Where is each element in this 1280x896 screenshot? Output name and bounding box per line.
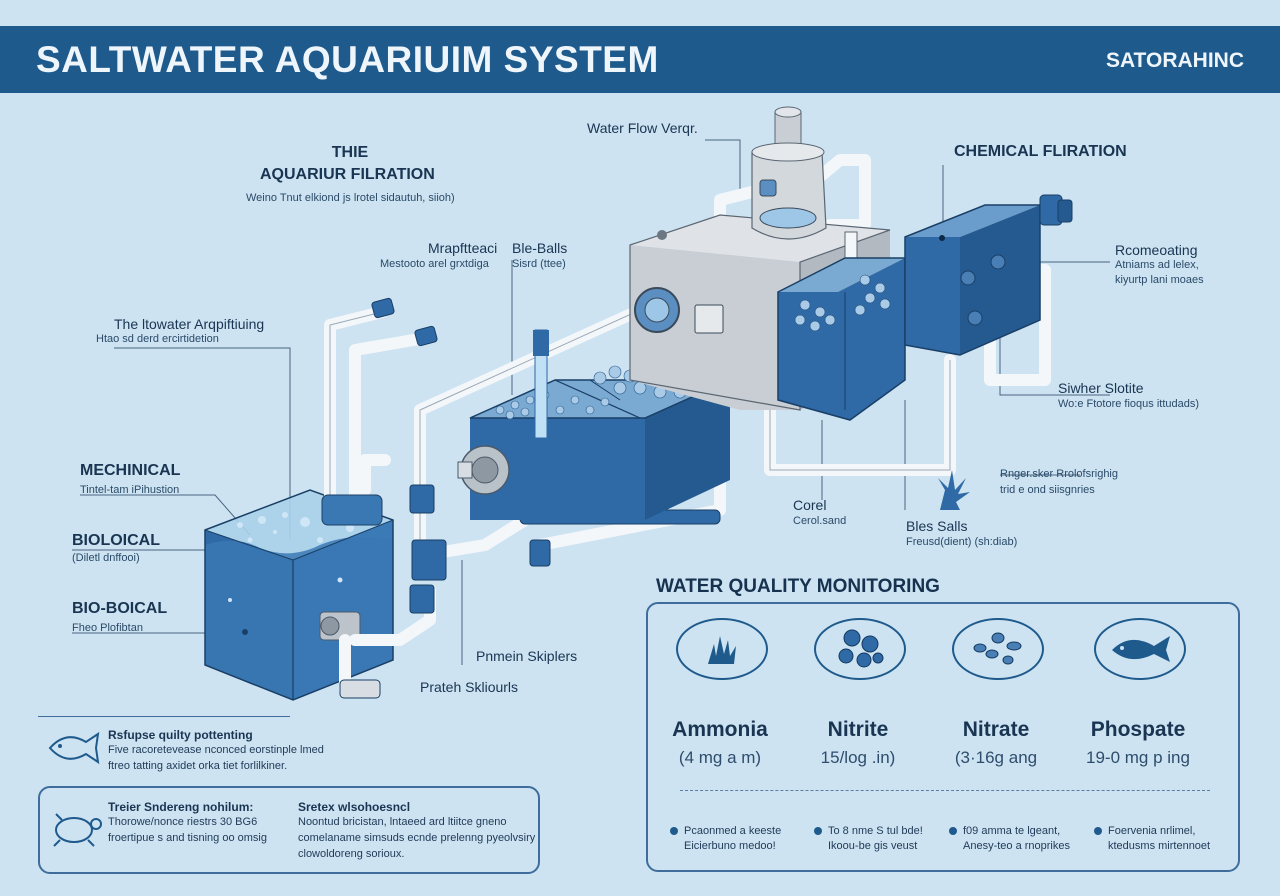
- leader-water-flow: [705, 139, 741, 200]
- bullet-4: Foervenia nrlimel, ktedusms mirtennoet: [1094, 824, 1211, 854]
- mechanical-label: MECHINICAL: [80, 462, 181, 479]
- bio-boical-label: BIO-BOICAL: [72, 600, 168, 617]
- fish-outline-icon: [48, 731, 100, 765]
- rngersker-line1: Rnger.sker Rrolofsrighig: [1000, 468, 1118, 480]
- note2-line1: Thorowe/nonce riestrs 30 BG6: [108, 816, 258, 828]
- param-value: (4 mg a m): [678, 748, 762, 767]
- brand-name: SATORAHINC: [1105, 49, 1244, 72]
- param-nitrite: Nitrite 15/log .in): [778, 718, 938, 768]
- monitoring-divider: [680, 790, 1210, 791]
- bullet-line1: Pcaonmed a keeste: [684, 825, 782, 837]
- leader-saltwater: [114, 347, 291, 540]
- bullet-line2: Eicierbuno medoo!: [684, 840, 776, 852]
- param-value: (3·16g ang: [954, 748, 1038, 767]
- recommending-sub-1: Atniams ad lelex,: [1115, 259, 1199, 271]
- bullet-line1: f09 amma te lgeant,: [963, 825, 1061, 837]
- recommending-label: Rcomeoating: [1115, 242, 1198, 258]
- bullet-2: To 8 nme S tul bde! Ikoou-be gis veust: [814, 824, 923, 854]
- param-ammonia: Ammonia (4 mg a m): [640, 718, 800, 768]
- note3-title: Sretex wlsohoesncl: [298, 800, 411, 814]
- water-quality-title: WATER QUALITY MONITORING: [656, 576, 940, 597]
- param-value: 15/log .in): [820, 748, 896, 767]
- bullet-line1: To 8 nme S tul bde!: [828, 825, 923, 837]
- title-bar: SALTWATER AQUARIUIM SYSTEM SATORAHINC: [0, 26, 1280, 93]
- pebbles-icon: [952, 618, 1044, 680]
- turtle-outline-icon: [53, 813, 102, 847]
- bullet-dot: [949, 827, 957, 835]
- note2: Treier Sndereng nohilum: Thorowe/nonce r…: [108, 800, 267, 846]
- filtration-subtitle: Weino Tnut elkiond js lrotel sidautuh, s…: [246, 192, 455, 204]
- param-name: Ammonia: [672, 718, 768, 741]
- param-nitrate: Nitrate (3·16g ang: [916, 718, 1076, 768]
- param-name: Nitrate: [962, 718, 1030, 741]
- param-name: Phospate: [1090, 718, 1186, 741]
- corel-sub: Cerol.sand: [793, 515, 847, 527]
- coral-glyph: [938, 470, 970, 510]
- dosing-unit: [904, 194, 1073, 356]
- coral-icon: [676, 618, 768, 680]
- fish-icon: [1094, 618, 1186, 680]
- notes-divider: [38, 716, 290, 717]
- saltwater-aquarium-label: The ltowater Arqpiftiuing: [114, 316, 265, 332]
- chemical-filter-box: [777, 257, 906, 421]
- note3-line3: clowoldoreng sorioux.: [298, 848, 405, 860]
- water-flow-label: Water Flow Verqr.: [587, 120, 698, 136]
- bullet-1: Pcaonmed a keeste Eicierbuno medoo!: [670, 824, 782, 854]
- note1: Rsfupse quilty pottenting Five racoretev…: [108, 728, 324, 774]
- bles-salls-sub: Freusd(dient) (sh:diab): [906, 536, 1018, 548]
- corel-label: Corel: [793, 497, 827, 513]
- bio-boical-sub: Fheo Plofibtan: [72, 622, 143, 634]
- notes-panel: [38, 786, 540, 874]
- bullet-line1: Foervenia nrlimel,: [1108, 825, 1196, 837]
- recommending-sub-2: kiyurtp lani moaes: [1115, 274, 1204, 286]
- note1-line2: ftreo tatting axidet orka tiet forlilkin…: [108, 760, 288, 772]
- param-value: 19-0 mg p ing: [1086, 748, 1190, 767]
- note2-title: Treier Sndereng nohilum:: [108, 800, 254, 814]
- bio-balls-label: Ble-Balls: [512, 240, 568, 256]
- protein-skimmer-label-1: Pnmein Skiplers: [476, 648, 578, 664]
- bullet-line2: Anesy-teo a rnoprikes: [963, 840, 1070, 852]
- param-phospate: Phospate 19-0 mg p ing: [1058, 718, 1218, 768]
- swtter-sub: Wo:e Ftotore fioqus ittudads): [1058, 398, 1200, 410]
- note3: Sretex wlsohoesncl Noontud bricistan, ln…: [298, 800, 535, 862]
- bullet-3: f09 amma te lgeant, Anesy-teo a rnoprike…: [949, 824, 1070, 854]
- note1-line1: Five racoretevease nconced eorstinple lm…: [108, 744, 324, 756]
- bullet-dot: [670, 827, 678, 835]
- chemical-filtration-label: CHEMICAL FLIRATION: [954, 143, 1127, 160]
- bio-balls-sub: Sisrd (ttee): [512, 258, 566, 270]
- mechanical-sub: Tintel-tam iPihustion: [80, 484, 180, 496]
- protein-skimmer-label-2: Prateh Skliourls: [420, 679, 519, 695]
- swtter-label: Siwher Slotite: [1058, 380, 1144, 396]
- bullet-dot: [814, 827, 822, 835]
- note3-line1: Noontud bricistan, lntaeed ard ltiitce g…: [298, 816, 507, 828]
- note1-title: Rsfupse quilty pottenting: [108, 728, 253, 742]
- page-title: SALTWATER AQUARIUIM SYSTEM: [36, 39, 659, 80]
- filtration-heading-line2: AQUARIUR FILRATION: [260, 166, 435, 183]
- bullet-line2: ktedusms mirtennoet: [1108, 840, 1211, 852]
- mapartaci-sub: Mestooto arel grxtdiga: [380, 258, 489, 270]
- note2-line2: froertipue s and tisning oo omsig: [108, 832, 267, 844]
- filtration-heading-line1: THIE: [331, 144, 369, 161]
- water-quality-panel: [646, 602, 1240, 872]
- biological-sub: (Diletl dnffooi): [72, 552, 140, 564]
- bullet-dot: [1094, 827, 1102, 835]
- biological-label: BIOLOICAL: [72, 532, 160, 549]
- note3-line2: comelaname simsuds ecnde prelenng pyeolv…: [298, 832, 536, 844]
- param-name: Nitrite: [827, 718, 889, 741]
- rngersker-line2: trid e ond siisgnries: [1000, 484, 1095, 496]
- saltwater-aquarium-sub: Htao sd derd ercirtidetion: [96, 333, 219, 345]
- bles-salls-label: Bles Salls: [906, 518, 968, 534]
- bullet-line2: Ikoou-be gis veust: [828, 840, 918, 852]
- bio-balls-icon: [814, 618, 906, 680]
- mapartaci-label: Mrapftteaci: [428, 240, 498, 256]
